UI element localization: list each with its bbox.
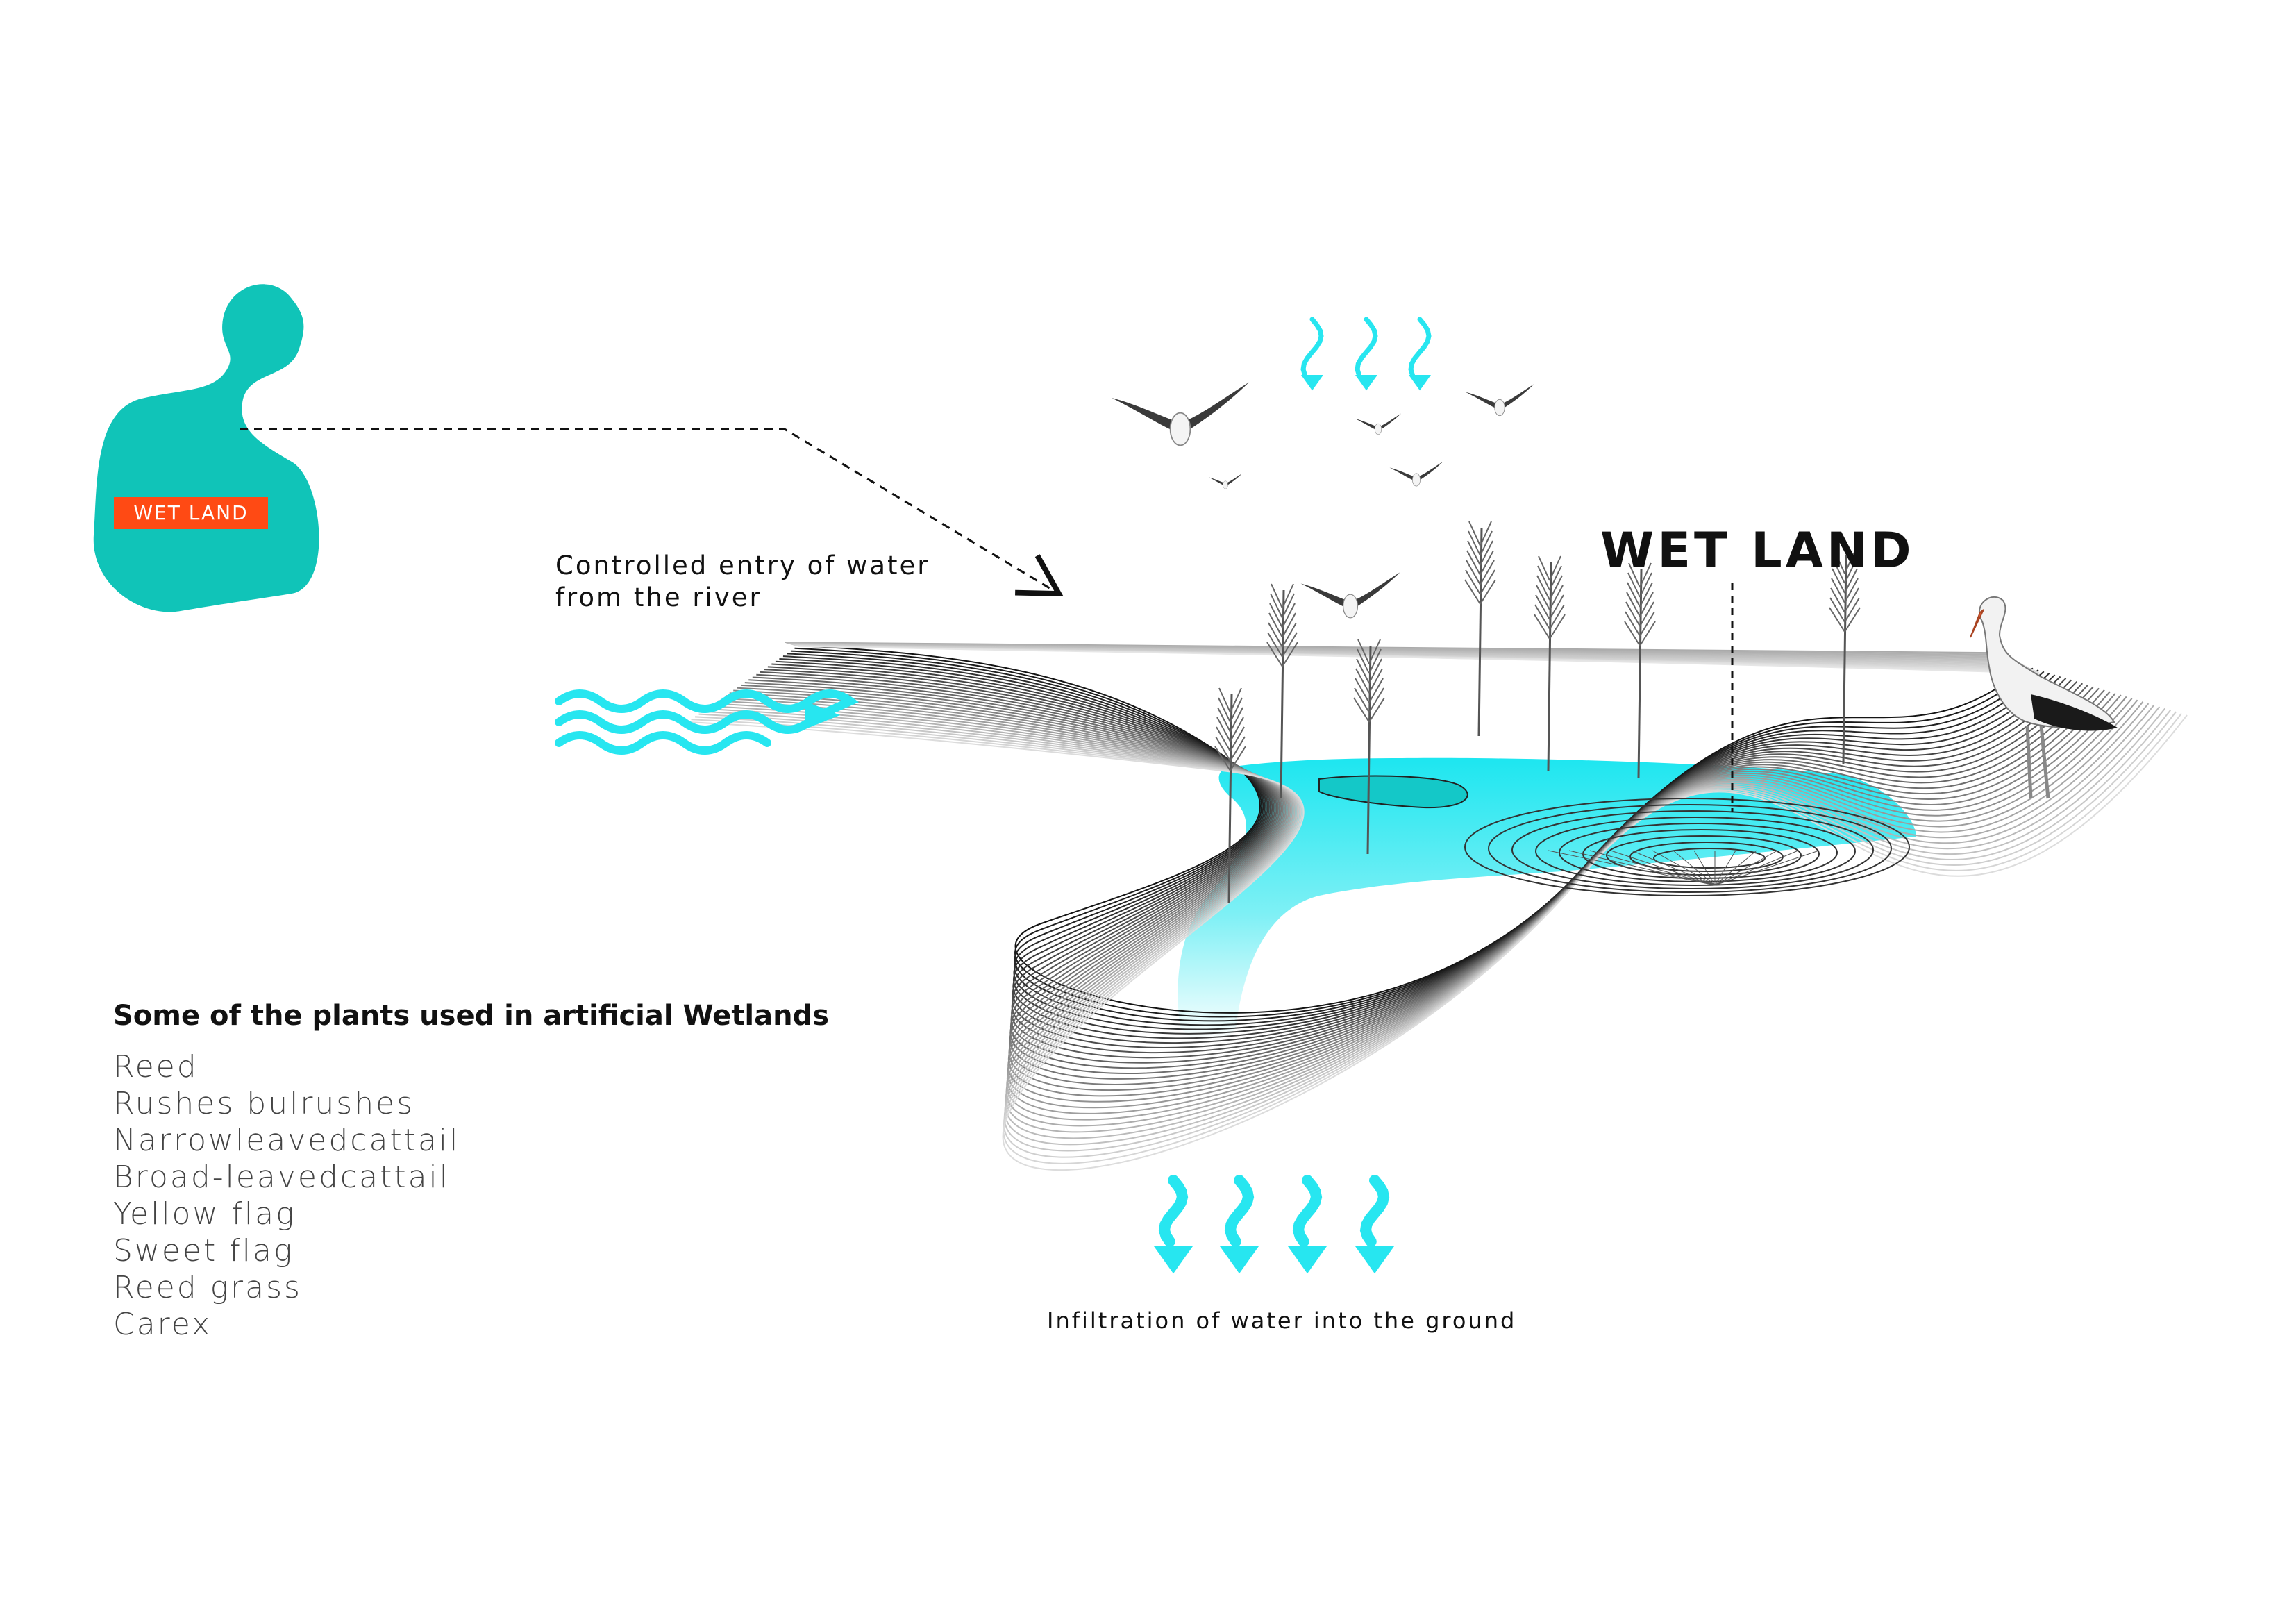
water-inner-pool [1318, 775, 1468, 809]
plant-item: Yellow flag [113, 1196, 296, 1232]
infiltration-arrows [1154, 1175, 1394, 1274]
plant-item: Sweet flag [113, 1233, 294, 1269]
stork-icon [1970, 596, 2118, 799]
wetland-title: WET LAND [1600, 522, 1915, 579]
infiltration-annotation: Infiltration of water into the ground [1047, 1307, 1517, 1334]
birds [1112, 382, 1534, 619]
plant-list-heading: Some of the plants used in artificial We… [113, 1000, 830, 1032]
leader-line [240, 428, 1064, 597]
water-entry-line-1: Controlled entry of water [555, 551, 930, 580]
plant-item: Rushes bulrushes [113, 1086, 415, 1121]
water-body [1178, 757, 1916, 1042]
plant-item: Reed [113, 1049, 199, 1085]
water-entry-annotation: Controlled entry of water from the river [555, 550, 930, 614]
river-flow-icon [555, 689, 859, 755]
plant-item: Broad-leavedcattail [113, 1160, 450, 1195]
inset-wetland-shape [93, 284, 319, 612]
gull-icon [1389, 461, 1443, 487]
terrain-contours [687, 642, 2188, 1171]
gull-icon [1355, 413, 1401, 435]
reed-plants [1214, 521, 1861, 903]
basin-funnel [1464, 798, 1910, 896]
gull-icon [1208, 473, 1243, 489]
gull-icon [1300, 572, 1400, 619]
gull-icon [1112, 382, 1249, 446]
plant-item: Carex [113, 1307, 212, 1342]
inset-wetland-label: WET LAND [114, 497, 268, 529]
plant-list: Reed Rushes bulrushes Narrowleavedcattai… [113, 1048, 829, 1343]
water-entry-line-2: from the river [555, 583, 762, 612]
plant-item: Reed grass [113, 1270, 302, 1305]
gull-icon [1465, 384, 1534, 417]
plant-item: Narrowleavedcattail [113, 1123, 460, 1158]
plant-list-section: Some of the plants used in artificial We… [113, 1000, 829, 1343]
rain-arrows [1300, 317, 1432, 391]
